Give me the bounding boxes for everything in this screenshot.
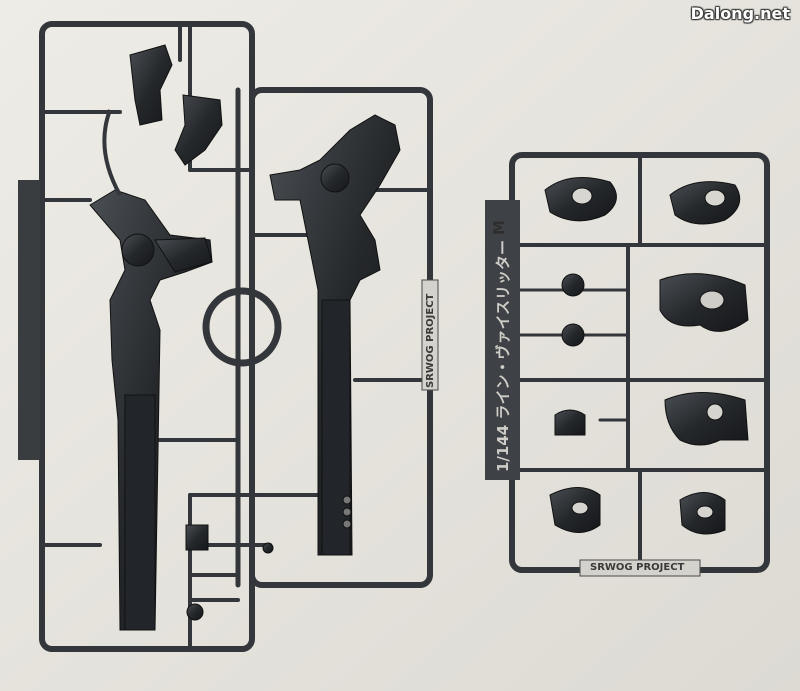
right-rifle-part <box>269 114 401 556</box>
left-sprue-brand-text: SRWOG PROJECT <box>425 293 436 388</box>
left-sprue-tab <box>421 279 439 391</box>
right-sprue-name-plate <box>485 200 520 480</box>
right-sprue-brand-plate <box>579 559 701 577</box>
left-tiny-parts <box>185 524 274 621</box>
right-sprue-letter: M <box>490 220 508 235</box>
watermark-text: Dalong.net <box>690 4 790 23</box>
left-sprue-spine <box>18 180 40 460</box>
right-sprue-brand-text: SRWOG PROJECT <box>590 562 685 573</box>
left-small-parts <box>102 44 223 196</box>
left-rifle-part <box>89 189 213 631</box>
right-sprue-parts <box>544 177 749 535</box>
right-sprue-product-name: 1/144 ライン・ヴァイスリッター <box>494 239 512 472</box>
